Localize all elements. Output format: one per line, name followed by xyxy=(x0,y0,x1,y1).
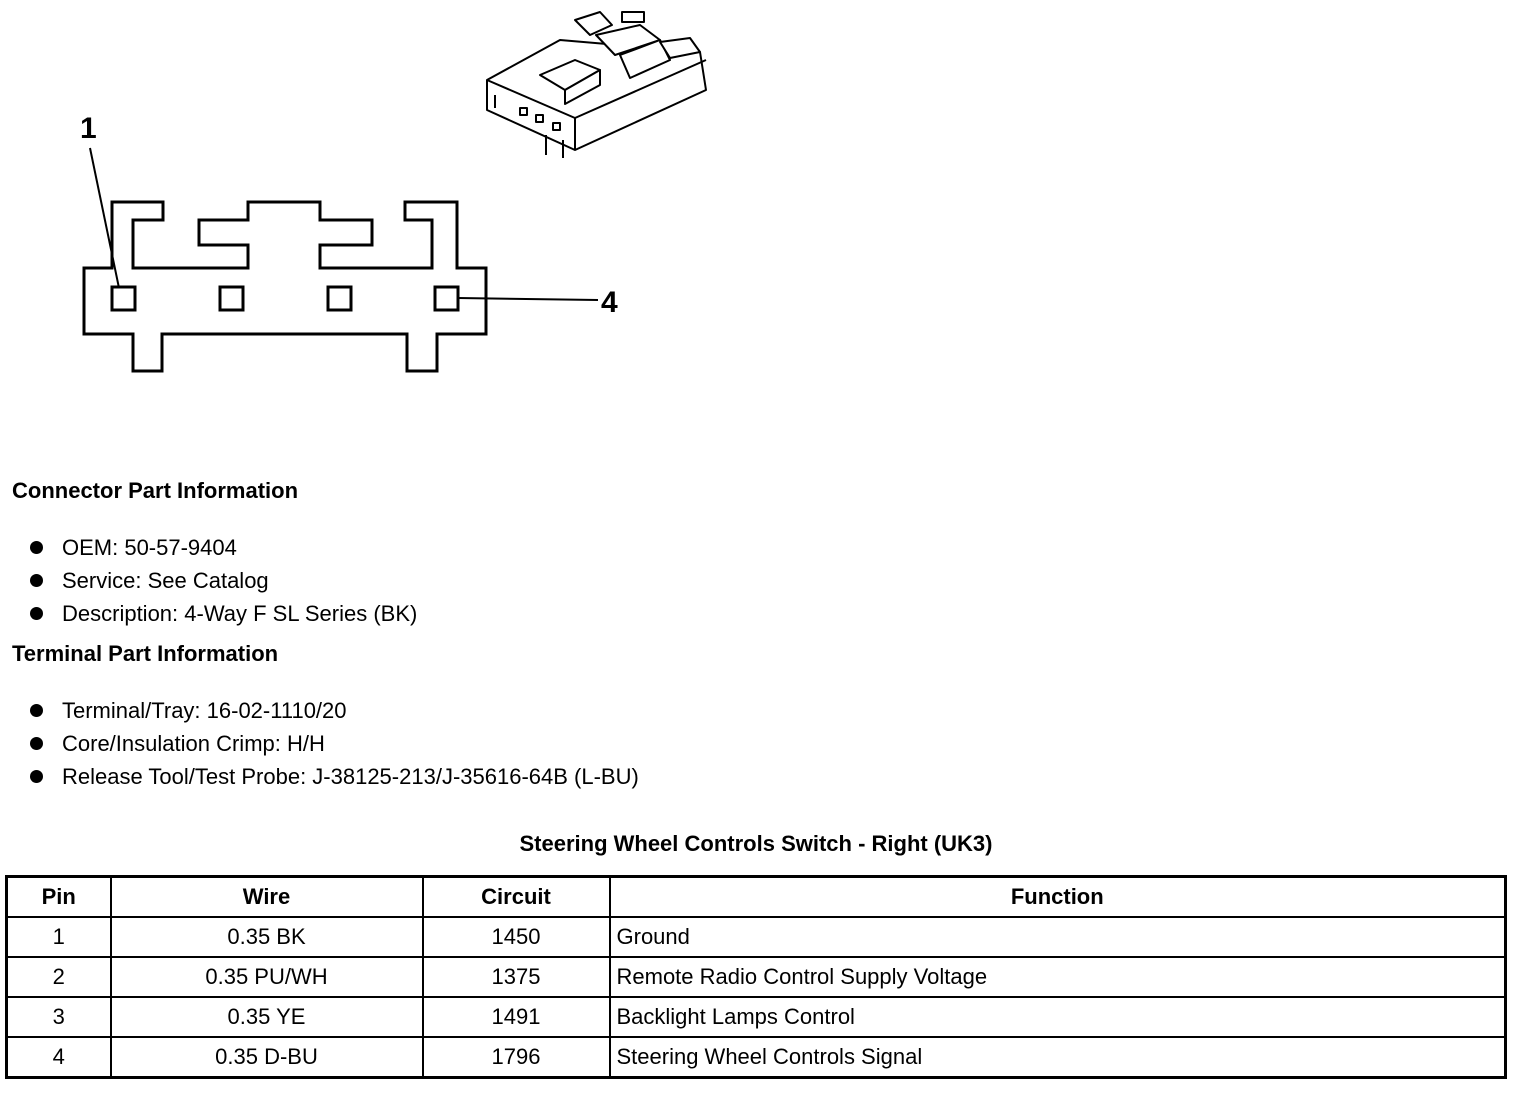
cell-wire: 0.35 PU/WH xyxy=(109,956,424,998)
pin-4-label: 4 xyxy=(601,286,618,319)
cavity-2 xyxy=(218,285,245,312)
cavity-4 xyxy=(433,285,460,312)
pin-1-label: 1 xyxy=(80,112,97,145)
column-header-pin: Pin xyxy=(5,875,112,918)
column-header-function: Function xyxy=(608,875,1507,918)
pin-4-leader xyxy=(457,297,599,301)
terminal-part-info-list: Terminal/Tray: 16-02-1110/20 Core/Insula… xyxy=(28,694,639,793)
column-header-wire: Wire xyxy=(109,875,424,918)
cell-wire: 0.35 YE xyxy=(109,996,424,1038)
cavity-1 xyxy=(110,285,137,312)
cell-circuit: 1450 xyxy=(421,916,611,958)
list-item: Core/Insulation Crimp: H/H xyxy=(28,727,639,760)
table-header-row: Pin Wire Circuit Function xyxy=(5,875,1507,918)
cell-pin: 3 xyxy=(5,996,112,1038)
pinout-table: Pin Wire Circuit Function 1 0.35 BK 1450… xyxy=(5,875,1507,1079)
cell-function: Ground xyxy=(608,916,1507,958)
cell-pin: 4 xyxy=(5,1036,112,1079)
terminal-part-info-heading: Terminal Part Information xyxy=(12,641,279,666)
connector-diagram: 1 4 xyxy=(80,11,707,373)
cell-wire: 0.35 BK xyxy=(109,916,424,958)
cell-wire: 0.35 D-BU xyxy=(109,1036,424,1079)
connector-part-info-list: OEM: 50-57-9404 Service: See Catalog Des… xyxy=(28,531,417,630)
cell-function: Remote Radio Control Supply Voltage xyxy=(608,956,1507,998)
table-row: 3 0.35 YE 1491 Backlight Lamps Control xyxy=(5,996,1507,1038)
connector-3d-illustration xyxy=(486,11,707,158)
cell-pin: 1 xyxy=(5,916,112,958)
list-item: Release Tool/Test Probe: J-38125-213/J-3… xyxy=(28,760,639,793)
cell-function: Backlight Lamps Control xyxy=(608,996,1507,1038)
list-item: OEM: 50-57-9404 xyxy=(28,531,417,564)
column-header-circuit: Circuit xyxy=(421,875,611,918)
table-title: Steering Wheel Controls Switch - Right (… xyxy=(519,831,993,856)
table-row: 4 0.35 D-BU 1796 Steering Wheel Controls… xyxy=(5,1036,1507,1079)
table-row: 1 0.35 BK 1450 Ground xyxy=(5,916,1507,958)
table-row: 2 0.35 PU/WH 1375 Remote Radio Control S… xyxy=(5,956,1507,998)
cell-circuit: 1375 xyxy=(421,956,611,998)
cell-circuit: 1796 xyxy=(421,1036,611,1079)
cell-circuit: 1491 xyxy=(421,996,611,1038)
connector-face-view xyxy=(82,200,488,373)
cavity-3 xyxy=(326,285,353,312)
list-item: Description: 4-Way F SL Series (BK) xyxy=(28,597,417,630)
cell-pin: 2 xyxy=(5,956,112,998)
list-item: Terminal/Tray: 16-02-1110/20 xyxy=(28,694,639,727)
list-item: Service: See Catalog xyxy=(28,564,417,597)
cell-function: Steering Wheel Controls Signal xyxy=(608,1036,1507,1079)
connector-part-info-heading: Connector Part Information xyxy=(12,478,299,503)
pin-1-leader xyxy=(89,147,120,289)
